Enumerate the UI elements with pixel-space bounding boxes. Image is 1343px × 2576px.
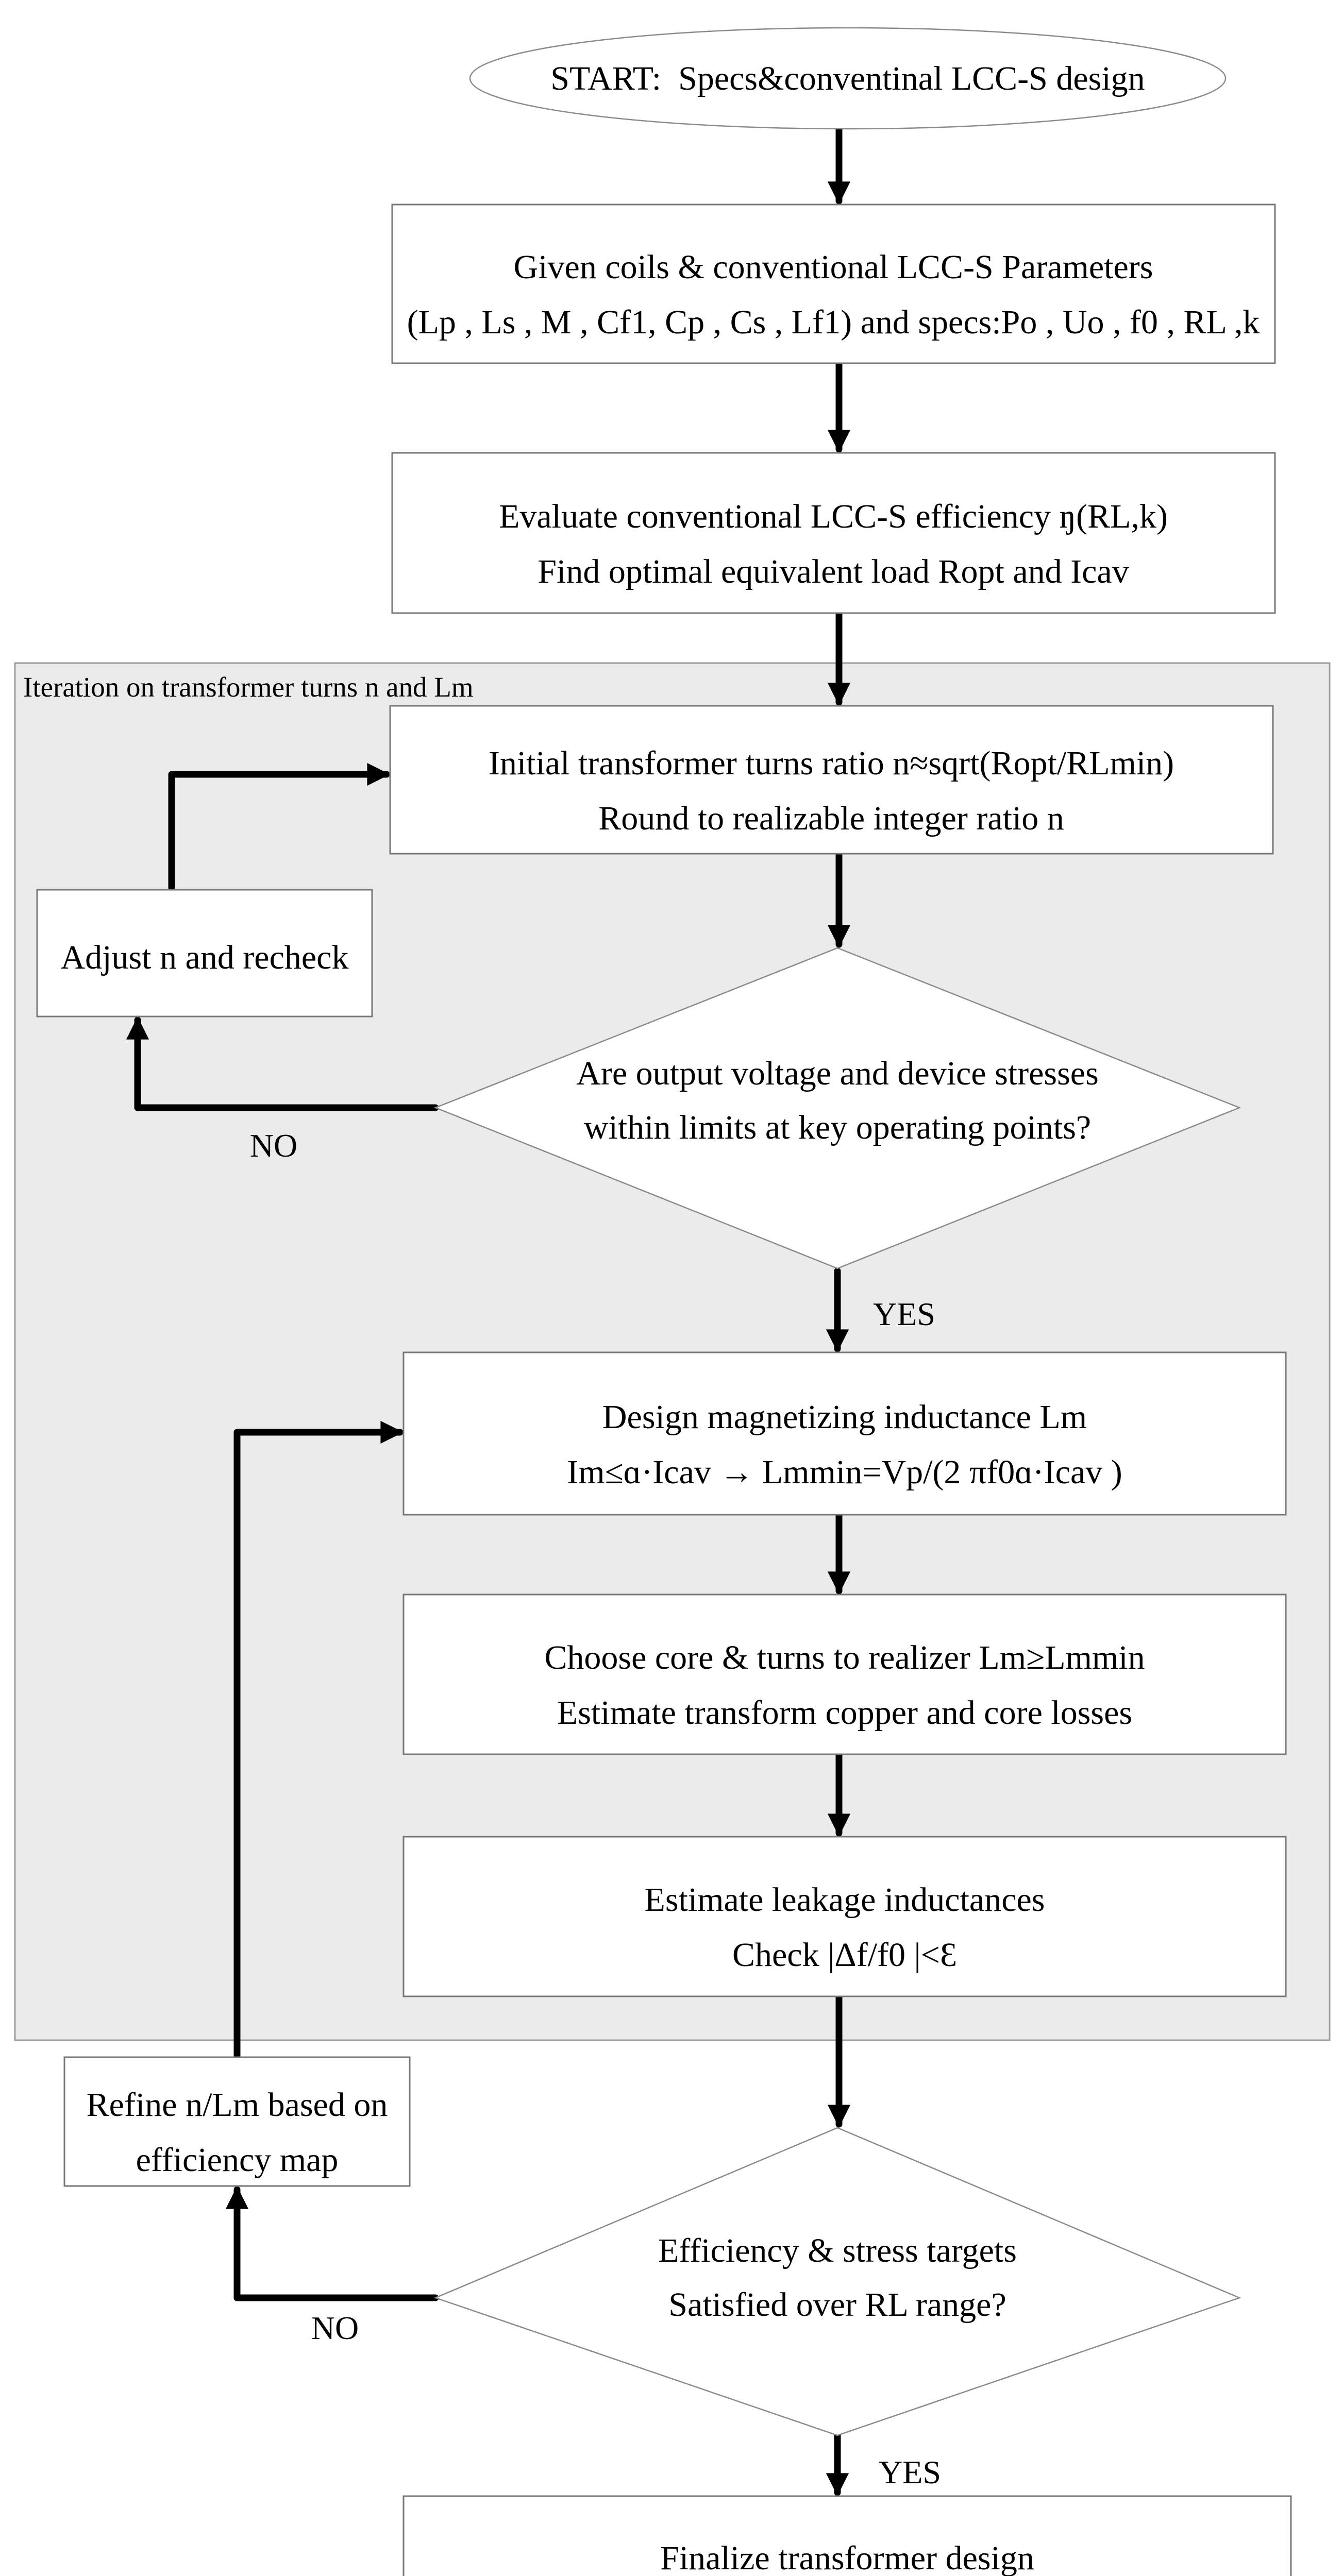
iteration-region-label: Iteration on transformer turns n and Lm — [23, 671, 474, 703]
start-label: START: Specs&conventinal LCC-S design — [550, 60, 1145, 97]
refine-n-lm-line1: Refine n/Lm based on — [87, 2086, 388, 2124]
edge-refine-to-design — [233, 1420, 404, 2061]
given-parameters-box — [391, 204, 1276, 364]
finalize-design-line1: Finalize transformer design — [660, 2539, 1034, 2576]
choose-core-line1: Choose core & turns to realizer Lm≥Lmmin — [544, 1639, 1145, 1676]
initial-turns-line1: Initial transformer turns ratio n≈sqrt(R… — [489, 744, 1174, 782]
estimate-leakage-line1: Estimate leakage inductances — [645, 1881, 1045, 1919]
decision1-yes-label: YES — [873, 1296, 935, 1332]
evaluate-efficiency-box — [391, 452, 1276, 614]
adjust-n-box — [36, 889, 373, 1018]
efficiency-targets-line1: Efficiency & stress targets — [658, 2232, 1017, 2269]
decision2-no-label: NO — [311, 2310, 359, 2346]
initial-turns-ratio-box — [389, 705, 1274, 855]
given-parameters-line2: (Lp , Ls , M , Cf1, Cp , Cs , Lf1) and s… — [407, 303, 1260, 341]
given-parameters-line1: Given coils & conventional LCC-S Paramet… — [514, 248, 1153, 286]
choose-core-box — [402, 1594, 1287, 1755]
evaluate-efficiency-line2: Find optimal equivalent load Ropt and Ic… — [538, 553, 1129, 590]
design-magnetizing-line1: Design magnetizing inductance Lm — [602, 1398, 1087, 1436]
initial-turns-line2: Round to realizable integer ratio n — [598, 800, 1064, 837]
choose-core-line2: Estimate transform copper and core losse… — [557, 1694, 1132, 1732]
evaluate-efficiency-line1: Evaluate conventional LCC-S efficiency ŋ… — [499, 498, 1168, 535]
refine-n-lm-box — [63, 2056, 411, 2187]
efficiency-targets-decision-diamond — [433, 2127, 1241, 2436]
edge-adjust-to-initial — [168, 762, 390, 891]
refine-n-lm-line2: efficiency map — [136, 2141, 339, 2179]
edge-decision2-no-to-refine — [225, 2186, 439, 2301]
finalize-design-box — [402, 2495, 1292, 2576]
estimate-leakage-line2: Check |Δf/f0 |<Ɛ — [732, 1936, 957, 1974]
estimate-leakage-box — [402, 1836, 1287, 1997]
design-magnetizing-line2: Im≤ɑ·Icav → Lmmin=Vp/(2 πf0ɑ·Icav ) — [567, 1453, 1122, 1491]
decision1-no-label: NO — [250, 1127, 297, 1164]
stress-limits-line2: within limits at key operating points? — [584, 1109, 1091, 1146]
start-ellipse — [469, 27, 1227, 130]
decision2-yes-label: YES — [879, 2454, 941, 2490]
stress-limits-decision-diamond — [433, 947, 1241, 1269]
design-magnetizing-box — [402, 1351, 1287, 1516]
efficiency-targets-line2: Satisfied over RL range? — [668, 2286, 1006, 2324]
adjust-n-label: Adjust n and recheck — [61, 939, 349, 976]
stress-limits-line1: Are output voltage and device stresses — [576, 1055, 1099, 1092]
edge-decision1-no-to-adjust — [126, 1016, 439, 1111]
